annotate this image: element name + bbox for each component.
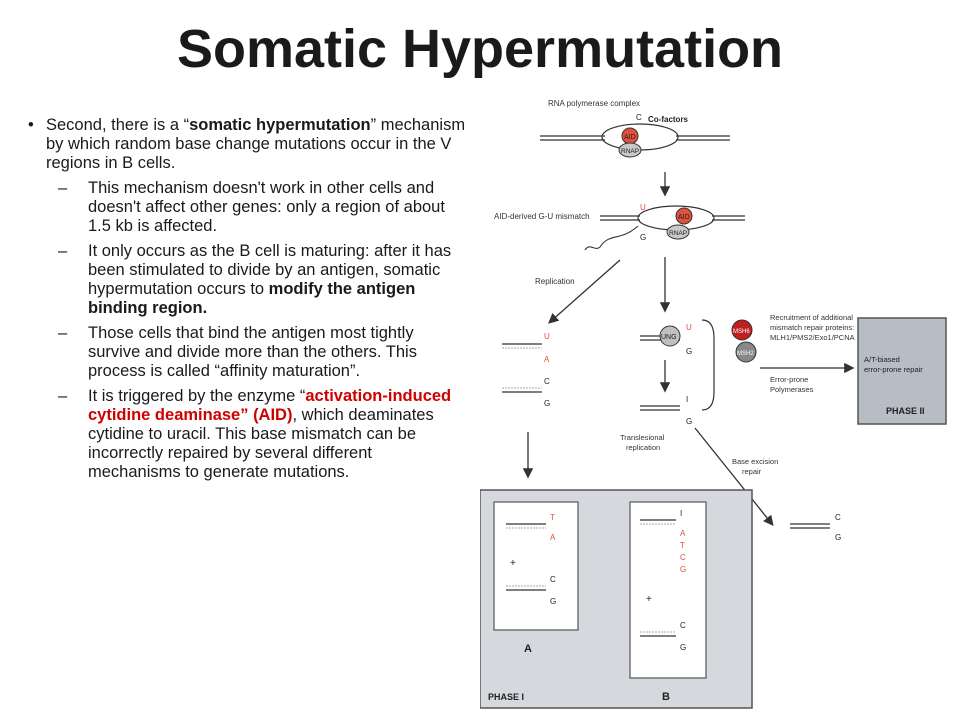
panel-a-label: A	[524, 643, 532, 655]
label-replication: Replication	[535, 277, 575, 286]
cofactors-label: Co-factors	[648, 115, 689, 124]
base-c-1: C	[636, 113, 642, 122]
aid-label-1: AID	[624, 134, 636, 141]
panel-a-box	[493, 501, 579, 631]
base-i: I	[686, 395, 688, 404]
base-g-2: G	[640, 233, 646, 242]
base-u-2: U	[640, 203, 646, 212]
panel-a-base-g: G	[550, 597, 556, 606]
translesional-1: Translesional	[620, 433, 665, 442]
msh2-label: MSH2	[737, 351, 754, 357]
base-excision-2: repair	[742, 467, 762, 476]
rnap-label-1: RNAP	[621, 148, 639, 155]
hypermutation-diagram: RNA polymerase complex AID RNAP C Co-fac…	[480, 99, 947, 709]
panel-b-base-c: C	[680, 553, 686, 562]
sub-bullet-3: – Those cells that bind the antigen most…	[28, 324, 468, 381]
bracket	[701, 319, 715, 411]
recruitment-line-1: Recruitment of additional	[770, 313, 853, 322]
sub-bullet-4-text2: , which deaminates cytidine to uracil. T…	[88, 406, 434, 481]
panel-b-base-g: G	[680, 565, 686, 574]
base-g-rep: G	[544, 399, 550, 408]
error-prone-1: Error-prone	[770, 375, 808, 384]
dash-marker: –	[58, 242, 68, 260]
sub-bullet-1-text: This mechanism doesn't work in other cel…	[88, 179, 445, 235]
bubble-1	[601, 123, 679, 151]
sub-bullet-1: – This mechanism doesn't work in other c…	[28, 179, 468, 236]
at-biased-1: A/T-biased	[864, 355, 900, 364]
ung-label: UNG	[661, 334, 677, 341]
error-prone-2: Polymerases	[770, 385, 814, 394]
ung-circle	[659, 325, 681, 347]
bullet-main-text1: Second, there is a “	[46, 116, 190, 134]
sub-bullet-2-bold: modify the antigen binding region.	[88, 280, 416, 317]
recruitment-line-3: MLH1/PMS2/Exo1/PCNA	[770, 333, 855, 342]
base-c-be: C	[835, 513, 841, 522]
label-mismatch: AID-derived G-U mismatch	[494, 212, 590, 221]
slide-title: Somatic Hypermutation	[176, 19, 784, 79]
panel-a-plus: +	[510, 558, 516, 569]
panel-b-plus: +	[646, 594, 652, 605]
msh6-circle	[731, 319, 753, 341]
panel-b-base-i: I	[680, 509, 682, 518]
base-u-rep: U	[544, 332, 550, 341]
label-rna-polymerase-1: RNA polymerase complex	[548, 99, 640, 108]
aid-label-2: AID	[678, 214, 690, 221]
panel-b-label: B	[662, 691, 670, 703]
aid-circle-2	[675, 207, 693, 225]
phase1-label: PHASE I	[488, 692, 524, 702]
panel-b-base-g2: G	[680, 643, 686, 652]
dash-marker: –	[58, 387, 68, 405]
dash-marker: –	[58, 324, 68, 342]
base-excision-1: Base excision	[732, 457, 778, 466]
rnap-ellipse-1	[618, 142, 642, 158]
at-biased-2: error-prone repair	[864, 365, 923, 374]
sub-bullet-2: – It only occurs as the B cell is maturi…	[28, 242, 468, 318]
dash-marker: –	[58, 179, 68, 197]
panel-a-base-a: A	[550, 533, 556, 542]
base-g-ung: G	[686, 347, 692, 356]
sub-bullet-4: – It is triggered by the enzyme “activat…	[28, 387, 468, 482]
phase2-label: PHASE II	[886, 406, 925, 416]
bullet-main: • Second, there is a “somatic hypermutat…	[28, 116, 468, 173]
panel-b-box	[629, 501, 707, 679]
rna-transcript	[584, 225, 639, 251]
base-u-ung: U	[686, 323, 692, 332]
rnap-ellipse-2	[666, 224, 690, 240]
bullet-list: • Second, there is a “somatic hypermutat…	[28, 116, 468, 482]
sub-bullet-3-text: Those cells that bind the antigen most t…	[88, 324, 417, 380]
panel-b-base-a: A	[680, 529, 686, 538]
panel-b-base-t: T	[680, 541, 685, 550]
bullet-main-bold: somatic hypermutation	[189, 116, 371, 134]
arrow-replication	[548, 259, 621, 324]
base-a-rep: A	[544, 355, 550, 364]
sub-bullet-4-highlight: activation-induced cytidine deaminase” (…	[88, 387, 452, 424]
recruitment-line-2: mismatch repair proteins:	[770, 323, 854, 332]
phase2-box	[857, 317, 947, 425]
arrow-base-excision	[694, 427, 774, 527]
base-g-be: G	[835, 533, 841, 542]
rnap-label-2: RNAP	[669, 230, 687, 237]
msh2-circle	[735, 341, 757, 363]
sub-bullet-2-text: It only occurs as the B cell is maturing…	[88, 242, 452, 298]
panel-a-base-c: C	[550, 575, 556, 584]
translesional-2: replication	[626, 443, 660, 452]
msh6-label: MSH6	[733, 329, 750, 335]
bullet-dot: •	[28, 116, 34, 134]
panel-a-base-t: T	[550, 513, 555, 522]
base-g-i: G	[686, 417, 692, 426]
bullet-main-text2: ” mechanism by which random base change …	[46, 116, 466, 172]
base-c-rep: C	[544, 377, 550, 386]
sub-bullet-4-text1: It is triggered by the enzyme “	[88, 387, 306, 405]
panel-b-base-c2: C	[680, 621, 686, 630]
